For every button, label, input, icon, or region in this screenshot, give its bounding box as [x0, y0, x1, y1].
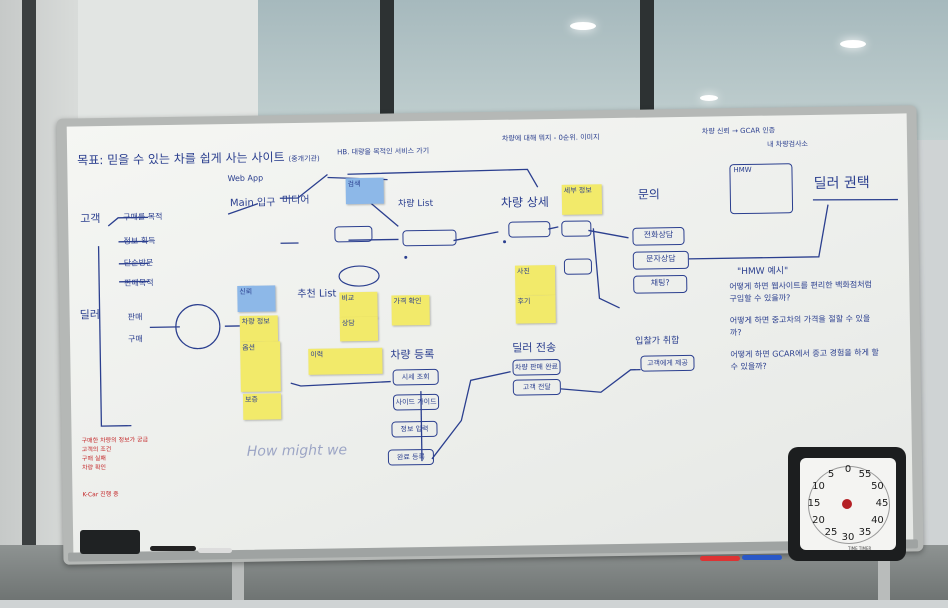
hmw-list: 어떻게 하면 웹사이트를 편리한 백화점처럼 구입할 수 있을까? 어떻게 하면… [729, 279, 880, 373]
ceiling-light [840, 40, 866, 48]
window-frame [380, 0, 394, 140]
dealer-sale-step: 고객 전달 [512, 378, 561, 396]
vehicle-list-label: 차량 List [397, 198, 434, 210]
sticky-note: 사진 [514, 264, 556, 296]
dealer-item: 구매 [127, 334, 143, 344]
registration-step: 정보 입력 [391, 420, 438, 438]
ceiling-light [700, 95, 718, 101]
timer-brand: TIME TIMER [848, 546, 872, 551]
flow-box-list [402, 229, 457, 247]
media-label: 미디어 [281, 194, 310, 207]
timer-number: 0 [844, 464, 852, 475]
registration-label: 차량 등록 [390, 347, 435, 362]
timer-number: 50 [871, 481, 884, 492]
timer-number: 20 [812, 515, 825, 526]
registration-step: 완료 등록 [387, 448, 435, 466]
customer-item: 단순방문 [123, 258, 154, 268]
sticky-note: 신뢰 [237, 285, 276, 312]
hmw-item: 어떻게 하면 중고차의 가격을 절할 수 있을까? [729, 314, 871, 338]
marker[interactable] [742, 555, 782, 560]
timer-number: 35 [858, 527, 872, 539]
timer-number: 15 [807, 498, 821, 509]
dealer-select-heading: 딜러 권택 [813, 175, 870, 192]
registration-step: 사이드 가이드 [392, 393, 440, 411]
sticky-note: 세부 정보 [561, 184, 603, 215]
purchase-label: 입찰가 취합 [635, 336, 680, 347]
sticky-note: 차량 정보 [239, 315, 279, 342]
timer-number: 10 [812, 481, 825, 492]
top-right-note-1: 차량 신뢰 → GCAR 인증 [701, 126, 776, 136]
hmw-card-label: HMW [733, 165, 752, 175]
inquiry-label: 문의 [637, 187, 661, 202]
customer-label: 고객 [80, 212, 101, 226]
how-might-we-ghost: How might we [246, 442, 348, 460]
dealer-item: 판매 [127, 312, 143, 322]
sticky-note: 후기 [515, 294, 556, 324]
main-entry-label: Main 입구 [229, 197, 276, 210]
goal-suffix: (중개기관) [288, 154, 320, 164]
dealer-label: 딜러 [79, 308, 100, 322]
sticky-note: 검색 [345, 177, 384, 205]
customer-item: 판매목적 [124, 278, 154, 288]
red-note: 구매한 차량의 정보가 궁금 [81, 436, 149, 445]
hmw-item: 어떻게 하면 GCAR에서 중고 경험을 하게 할 수 있을까? [730, 347, 879, 372]
timer-number: 40 [871, 515, 884, 526]
timer-number: 25 [824, 527, 838, 539]
window-frame [640, 0, 654, 140]
goal-text: 목표: 믿을 수 있는 차를 쉽게 사는 사이트 [77, 150, 285, 168]
wall-pillar [22, 0, 36, 600]
hmw-item: 어떻게 하면 웹사이트를 편리한 백화점처럼 구입할 수 있을까? [729, 279, 872, 304]
sticky-note: 보증 [242, 393, 282, 420]
top-note: HB. 대량을 목적인 서비스 가기 [337, 146, 430, 157]
top-right-note-2: 내 차량검사소 [766, 139, 808, 149]
eraser[interactable] [80, 530, 140, 554]
timer-number: 55 [858, 468, 872, 480]
red-note: 차량 확인 [81, 464, 107, 472]
marker[interactable] [150, 546, 196, 551]
timer-number: 45 [875, 498, 889, 509]
customer-item: 구매를 목적 [123, 212, 163, 222]
dealer-sale-label: 딜러 전송 [512, 340, 557, 355]
top-center-note: 차량에 대해 뭐지 - 0순위. 이미지 [501, 133, 600, 143]
timer-dial [808, 466, 890, 544]
sticky-note: 가격 확인 [391, 294, 430, 326]
marker[interactable] [198, 548, 232, 553]
red-notes: 구매한 차량의 정보가 궁금 고객의 조건 구매 실패 차량 확인 K-Car … [82, 435, 149, 499]
vehicle-detail-label: 차량 상세 [500, 195, 550, 210]
sticky-note: 옵션 [240, 341, 281, 392]
timer-number: 30 [841, 532, 855, 543]
dealer-sale-step: 차량 판매 완료 [512, 358, 561, 376]
red-note: K-Car 진행 중 [82, 490, 119, 499]
timer-number: 5 [827, 468, 835, 480]
sticky-note: 상담 [339, 316, 379, 342]
hmw-title: "HMW 예시" [736, 266, 789, 278]
flow-box-search [334, 225, 373, 243]
ceiling-light [570, 22, 596, 30]
timer-knob[interactable] [842, 499, 852, 509]
web-app-label: Web App [227, 173, 264, 184]
recommend-list-label: 추천 List [297, 288, 337, 301]
sticky-note: 이력 [308, 347, 383, 375]
flow-box-compare [561, 220, 592, 237]
board-leg [878, 548, 890, 600]
customer-item: 정보 획득 [123, 236, 156, 246]
flow-box-detail [508, 221, 551, 238]
purchase-step: 고객에게 제공 [640, 354, 695, 372]
marker[interactable] [700, 556, 740, 561]
inquiry-phone-box: 전화상담 [632, 226, 685, 246]
sticky-note: 비교 [339, 291, 378, 319]
inquiry-sms-box: 문자상담 [632, 250, 690, 270]
inquiry-chat-box: 채팅? [633, 274, 688, 294]
hmw-card: HMW [729, 163, 794, 215]
registration-step: 시세 조회 [392, 368, 439, 386]
flow-box-consult [563, 258, 593, 275]
